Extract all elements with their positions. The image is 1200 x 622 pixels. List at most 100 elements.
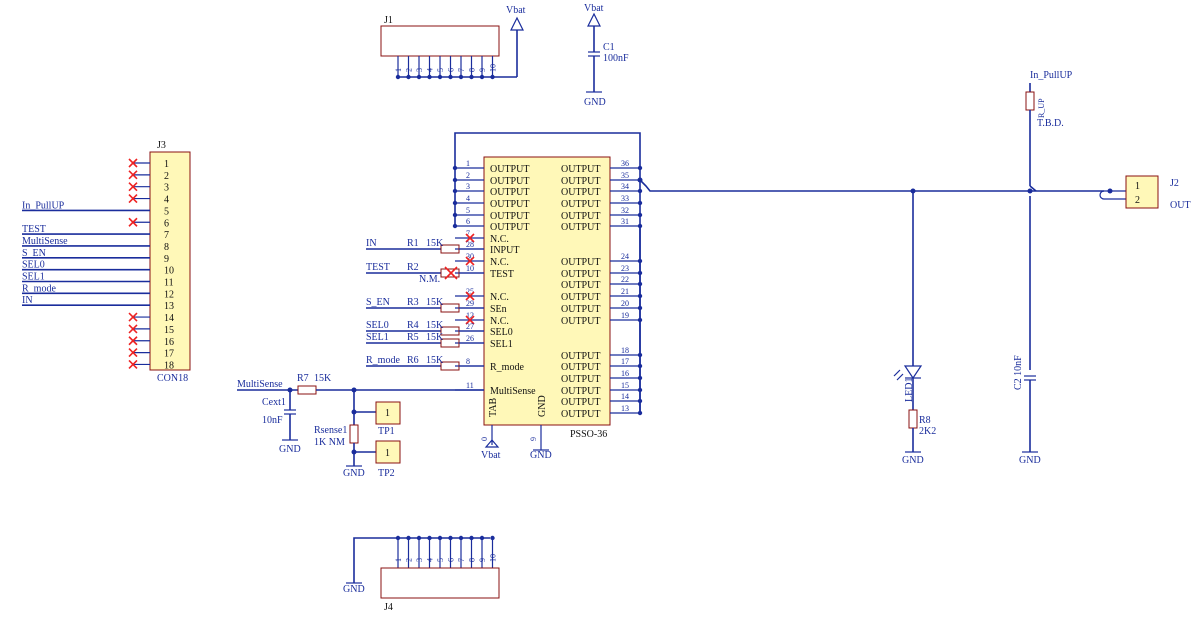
j4-gnd: GND: [343, 584, 365, 595]
j4-body: [380, 567, 500, 599]
c1-ref: C1: [603, 42, 615, 53]
r7-ref: R7: [297, 373, 309, 384]
u1-left-pin-num: 25: [466, 287, 474, 296]
res-value: 15K: [426, 320, 444, 331]
u1-right-pin-num: 32: [621, 206, 629, 215]
j3-pin-num: 6: [164, 218, 169, 229]
u1-right-pin-num: 16: [621, 369, 629, 378]
j4-pin-num: 2: [405, 558, 414, 562]
j4-pin-dot: [479, 535, 485, 541]
u1-right-pin-num: 22: [621, 275, 629, 284]
u1-left-pin-name: MultiSense: [490, 386, 536, 397]
j4-pin-dot: [427, 535, 432, 541]
nc-mark: [128, 336, 138, 346]
u1-right-pin-name: OUTPUT: [561, 409, 600, 420]
cext-gnd: GND: [279, 444, 301, 455]
j3-pin-num: 13: [164, 301, 174, 312]
j4-bus: [353, 537, 490, 583]
u1-left-pin-name: OUTPUT: [490, 199, 529, 210]
j3-pin-num: 4: [164, 195, 169, 206]
u1-left-pin-num: 1: [466, 159, 470, 168]
j4-pin-dot: [406, 535, 411, 541]
u1-right-pin-name: OUTPUT: [561, 397, 600, 408]
j3-body: [149, 151, 191, 371]
j1-pin-num: 2: [405, 68, 414, 72]
j3-pin-num: 18: [164, 360, 174, 371]
j4-pin-dot: [469, 535, 474, 541]
j3-part: CON18: [157, 373, 188, 384]
u1-right-pin-name: OUTPUT: [561, 199, 600, 210]
j3-pin-num: 11: [164, 278, 174, 289]
u1-right-pin-num: 15: [621, 381, 629, 390]
u1-right-pin-num: 20: [621, 299, 629, 308]
u1-right-pin-name: OUTPUT: [561, 292, 600, 303]
u1-left-pin-name: N.C.: [490, 292, 509, 303]
tp1-pin: 1: [385, 408, 390, 419]
nc-mark: [128, 170, 138, 180]
res-net-label: S_EN: [366, 297, 390, 308]
u1-left-pin-name: TEST: [490, 269, 514, 280]
j3-net-label: SEL1: [22, 272, 45, 283]
u1-right-pin-num: 21: [621, 287, 629, 296]
j1-pin-num: 4: [426, 68, 435, 72]
nc-mark: [465, 291, 475, 301]
res-ref: R5: [407, 332, 419, 343]
j1-ref: J1: [384, 15, 393, 26]
u1-left-pin-name: SEL0: [490, 327, 513, 338]
res-value: 15K: [426, 238, 444, 249]
connector-j3: J3 CON18 12345In_PullUP67TEST8MultiSense…: [22, 140, 191, 384]
u1-left-pin-num: 10: [466, 264, 474, 273]
u1-left-pin-name: OUTPUT: [490, 187, 529, 198]
j4-pin-num: 10: [489, 554, 498, 562]
nc-mark: [128, 348, 138, 358]
j3-net-label: MultiSense: [22, 236, 68, 247]
j2-net: OUT: [1170, 200, 1191, 211]
capacitor-c1: Vbat C1 100nF GND: [584, 3, 629, 108]
rup-value: T.B.D.: [1037, 118, 1064, 129]
tp2: [375, 440, 401, 464]
j4-pin-num: 4: [426, 558, 435, 562]
u1-right-pin-name: OUTPUT: [561, 304, 600, 315]
res-ref: R1: [407, 238, 419, 249]
j1-pin-num: 3: [415, 68, 424, 72]
j3-net-label: S_EN: [22, 248, 46, 259]
j4-pin-num: 9: [478, 558, 487, 562]
u1-left-pin-num: 29: [466, 299, 474, 308]
output-tie-wire: [454, 132, 641, 168]
res-ref: R6: [407, 355, 419, 366]
nc-mark: [128, 217, 138, 227]
u1-right-pin-name: OUTPUT: [561, 362, 600, 373]
multisense-network: MultiSense R7 15K GND Cext1 10nF GND Rse…: [237, 373, 484, 479]
res-net-label: SEL1: [366, 332, 389, 343]
u1-pin-gnd-num: 9: [529, 437, 538, 441]
u1-body: [483, 156, 611, 426]
nc-mark: [128, 324, 138, 334]
r8-value: 2K2: [919, 426, 936, 437]
c1-gnd-label: GND: [584, 97, 606, 108]
nc-mark: [128, 312, 138, 322]
j3-pin-num: 8: [164, 242, 169, 253]
c1-value: 100nF: [603, 53, 629, 64]
j3-pin-num: 16: [164, 337, 174, 348]
r8-gnd: GND: [902, 455, 924, 466]
j3-pin-num: 2: [164, 171, 169, 182]
u1-left-pin-num: 4: [466, 194, 470, 203]
j1-pin-num: 5: [436, 68, 445, 72]
res-ref: R3: [407, 297, 419, 308]
rup-body: [1025, 91, 1035, 111]
u1-right-pin-name: OUTPUT: [561, 386, 600, 397]
u1-right-pin-name: OUTPUT: [561, 374, 600, 385]
r7-net-label: MultiSense: [237, 379, 283, 390]
u1-left-pin-num: 11: [466, 381, 474, 390]
u1-left-pin-name: N.C.: [490, 316, 509, 327]
j3-pin-num: 10: [164, 266, 174, 277]
j1-pin-num: 9: [478, 68, 487, 72]
j4-ref: J4: [384, 602, 393, 613]
res-net-label: TEST: [366, 262, 390, 273]
u1-left-pin-name: SEn: [490, 304, 507, 315]
j1-pin-num: 10: [489, 64, 498, 72]
